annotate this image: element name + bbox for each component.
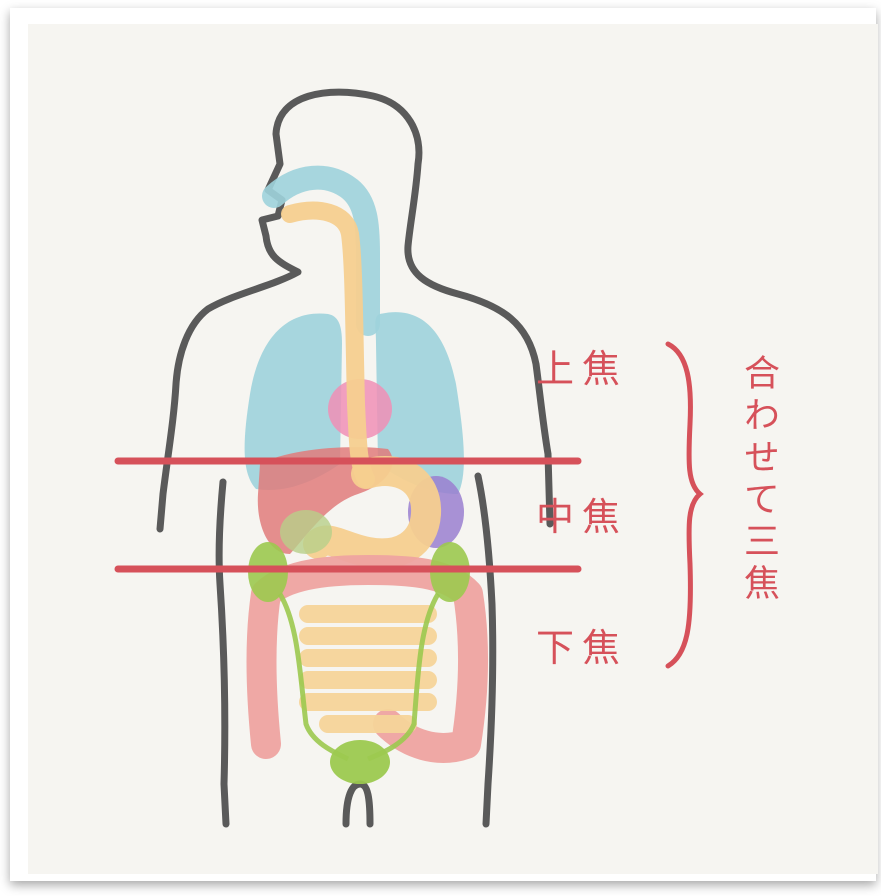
photo-frame: 上焦 中焦 下焦 合わせて三焦: [10, 8, 876, 881]
small-intestine: [308, 614, 428, 724]
middle-burner-label: 中焦: [536, 498, 628, 536]
body-outline-crotch: [346, 784, 370, 824]
triple-burner-combined-label: 合わせて三焦: [740, 354, 776, 606]
bladder: [330, 740, 390, 784]
body-outline-left-waist: [219, 482, 226, 824]
upper-burner-label: 上焦: [536, 350, 628, 388]
curly-brace: [668, 344, 700, 666]
lower-burner-label: 下焦: [536, 629, 628, 667]
illustration-canvas: 上焦 中焦 下焦 合わせて三焦: [28, 24, 878, 874]
gallbladder: [280, 510, 332, 554]
